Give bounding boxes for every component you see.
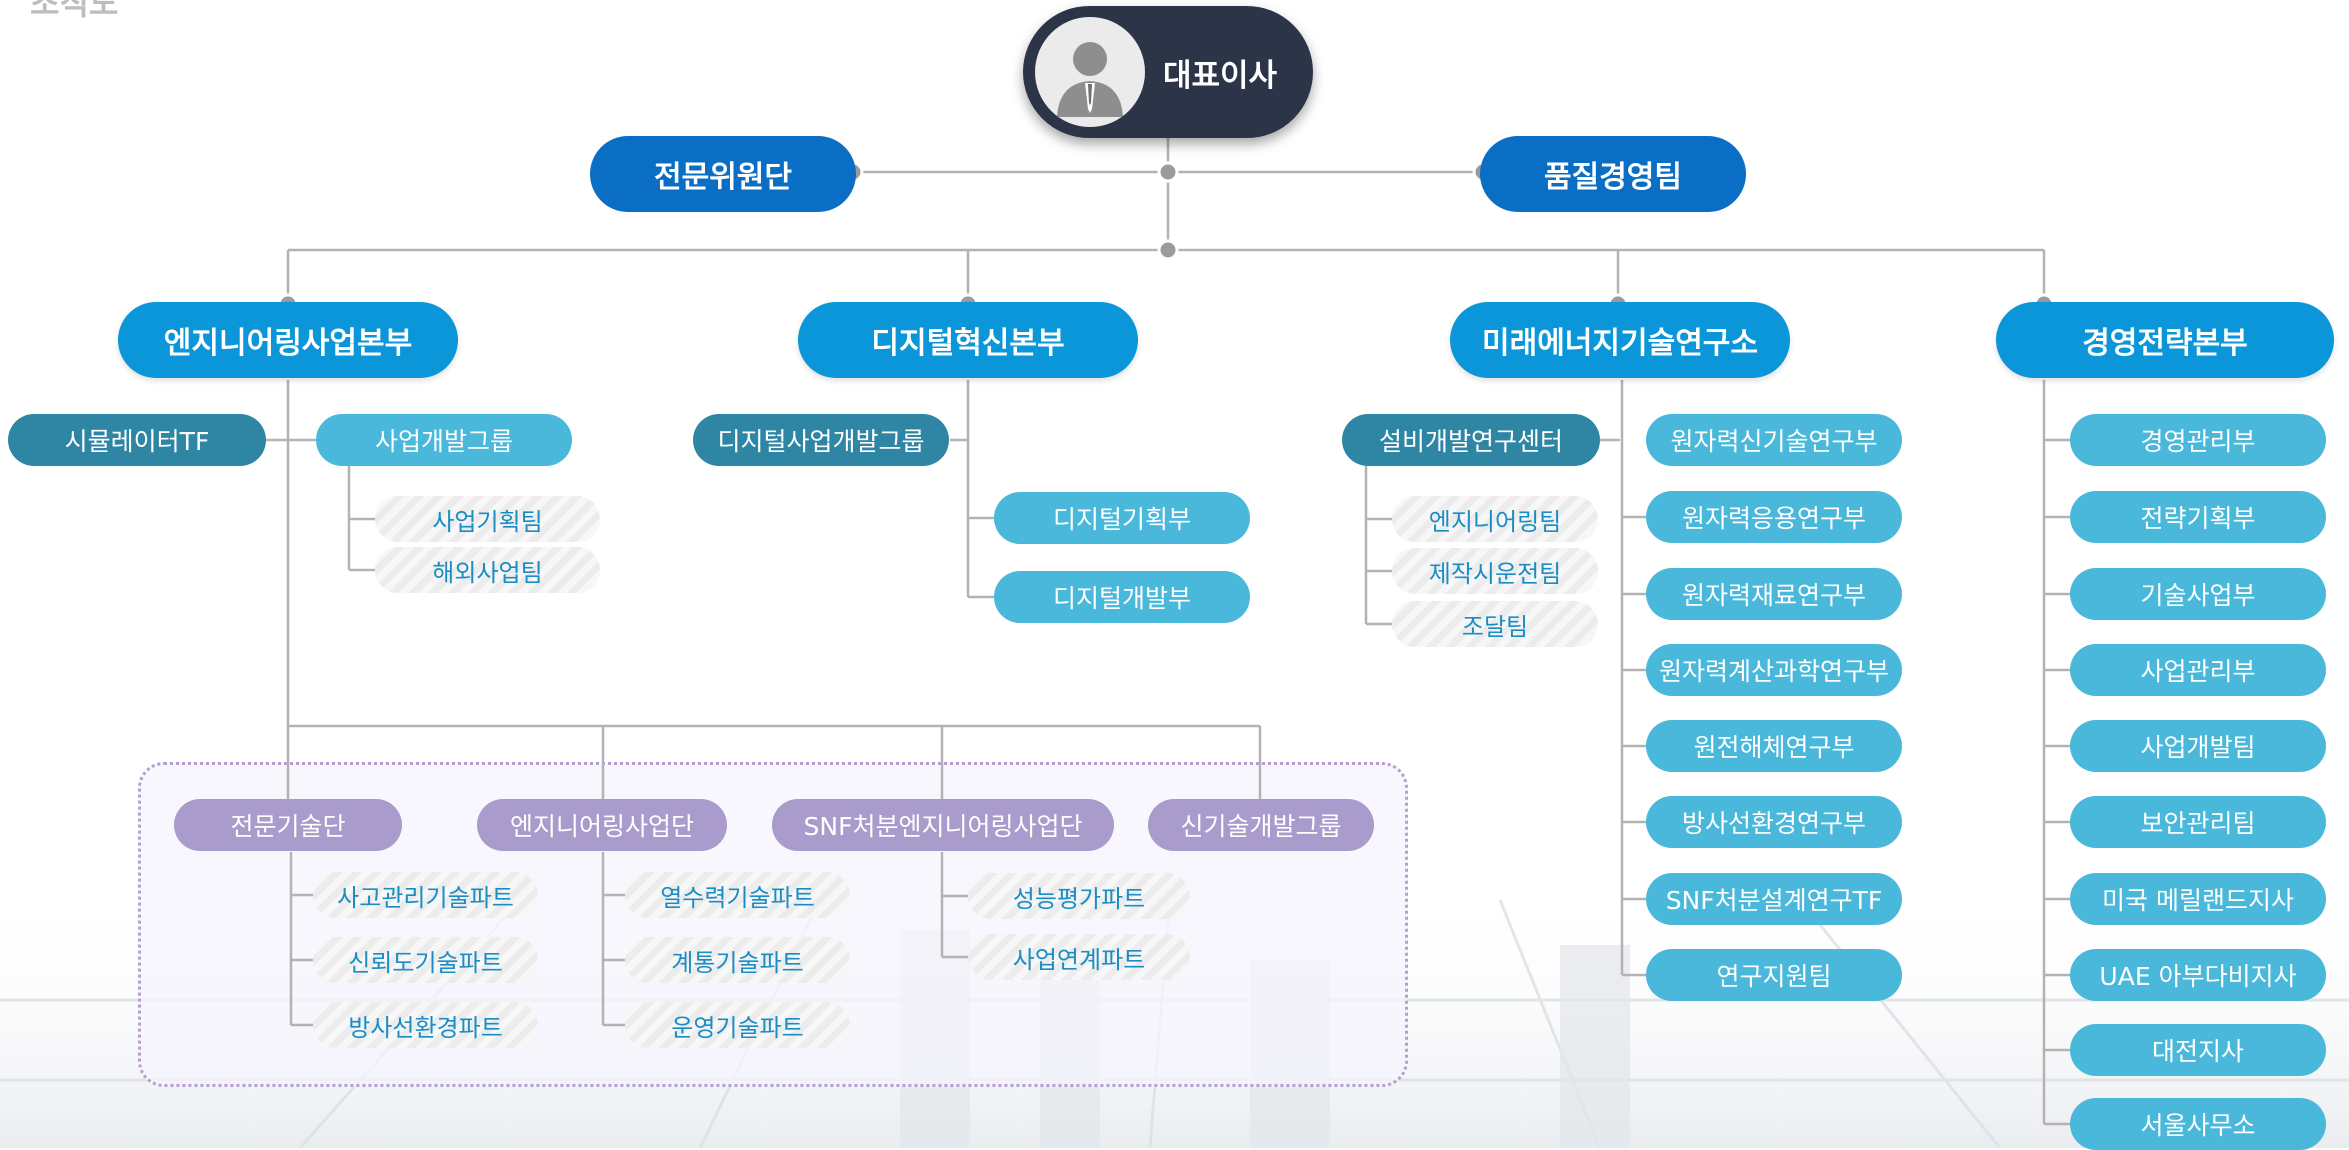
digital-bizdev-group-node[interactable]: 디지털사업개발그룹	[693, 414, 949, 466]
center-team-node[interactable]: 엔지니어링팀	[1392, 496, 1598, 542]
lab-node[interactable]: 원자력신기술연구부	[1646, 414, 1902, 466]
management-unit-node[interactable]: 경영관리부	[2070, 414, 2326, 466]
management-unit-node[interactable]: 사업개발팀	[2070, 720, 2326, 772]
management-unit-node[interactable]: 전략기획부	[2070, 491, 2326, 543]
digital-unit-node[interactable]: 디지털개발부	[994, 571, 1250, 623]
dept-management[interactable]: 경영전략본부	[1996, 302, 2334, 378]
ceo-label: 대표이사	[1163, 57, 1278, 94]
ceo-node[interactable]: 대표이사	[1023, 6, 1313, 138]
digital-unit-node[interactable]: 디지털기획부	[994, 492, 1250, 544]
management-unit-node[interactable]: 기술사업부	[2070, 568, 2326, 620]
eng-part-node[interactable]: 사업연계파트	[968, 934, 1190, 980]
eng-subgroup-node[interactable]: 엔지니어링사업단	[477, 799, 727, 851]
facility-center-node[interactable]: 설비개발연구센터	[1342, 414, 1600, 466]
center-team-node[interactable]: 제작시운전팀	[1392, 548, 1598, 594]
management-unit-node[interactable]: 서울사무소	[2070, 1098, 2326, 1150]
eng-part-node[interactable]: 운영기술파트	[625, 1002, 850, 1048]
person-icon	[1035, 17, 1145, 127]
lab-node[interactable]: 원자력응용연구부	[1646, 491, 1902, 543]
eng-part-node[interactable]: 성능평가파트	[968, 873, 1190, 919]
center-team-node[interactable]: 조달팀	[1392, 601, 1598, 647]
eng-part-node[interactable]: 방사선환경파트	[313, 1002, 538, 1048]
bizdev-team-node[interactable]: 사업기획팀	[375, 496, 600, 542]
lab-node[interactable]: 연구지원팀	[1646, 949, 1902, 1001]
eng-part-node[interactable]: 사고관리기술파트	[313, 872, 538, 918]
eng-subgroup-node[interactable]: 전문기술단	[174, 799, 402, 851]
dept-engineering[interactable]: 엔지니어링사업본부	[118, 302, 458, 378]
eng-part-node[interactable]: 신뢰도기술파트	[313, 937, 538, 983]
lab-node[interactable]: 원자력재료연구부	[1646, 568, 1902, 620]
eng-subgroup-node[interactable]: 신기술개발그룹	[1148, 799, 1374, 851]
bizdev-group-node[interactable]: 사업개발그룹	[316, 414, 572, 466]
management-unit-node[interactable]: 대전지사	[2070, 1024, 2326, 1076]
management-unit-node[interactable]: 보안관리팀	[2070, 796, 2326, 848]
eng-part-node[interactable]: 계통기술파트	[625, 937, 850, 983]
expert-committee-node[interactable]: 전문위원단	[590, 136, 856, 212]
eng-part-node[interactable]: 열수력기술파트	[625, 872, 850, 918]
management-unit-node[interactable]: UAE 아부다비지사	[2070, 949, 2326, 1001]
lab-node[interactable]: 방사선환경연구부	[1646, 796, 1902, 848]
dept-digital[interactable]: 디지털혁신본부	[798, 302, 1138, 378]
lab-node[interactable]: SNF처분설계연구TF	[1646, 873, 1902, 925]
management-unit-node[interactable]: 미국 메릴랜드지사	[2070, 873, 2326, 925]
bizdev-team-node[interactable]: 해외사업팀	[375, 547, 600, 593]
quality-management-team-node[interactable]: 품질경영팀	[1480, 136, 1746, 212]
dept-future-energy[interactable]: 미래에너지기술연구소	[1450, 302, 1790, 378]
management-unit-node[interactable]: 사업관리부	[2070, 644, 2326, 696]
eng-subgroup-node[interactable]: SNF처분엔지니어링사업단	[772, 799, 1114, 851]
lab-node[interactable]: 원전해체연구부	[1646, 720, 1902, 772]
simulator-tf-node[interactable]: 시뮬레이터TF	[8, 414, 266, 466]
lab-node[interactable]: 원자력계산과학연구부	[1646, 644, 1902, 696]
page-title: 조직도	[30, 0, 119, 22]
